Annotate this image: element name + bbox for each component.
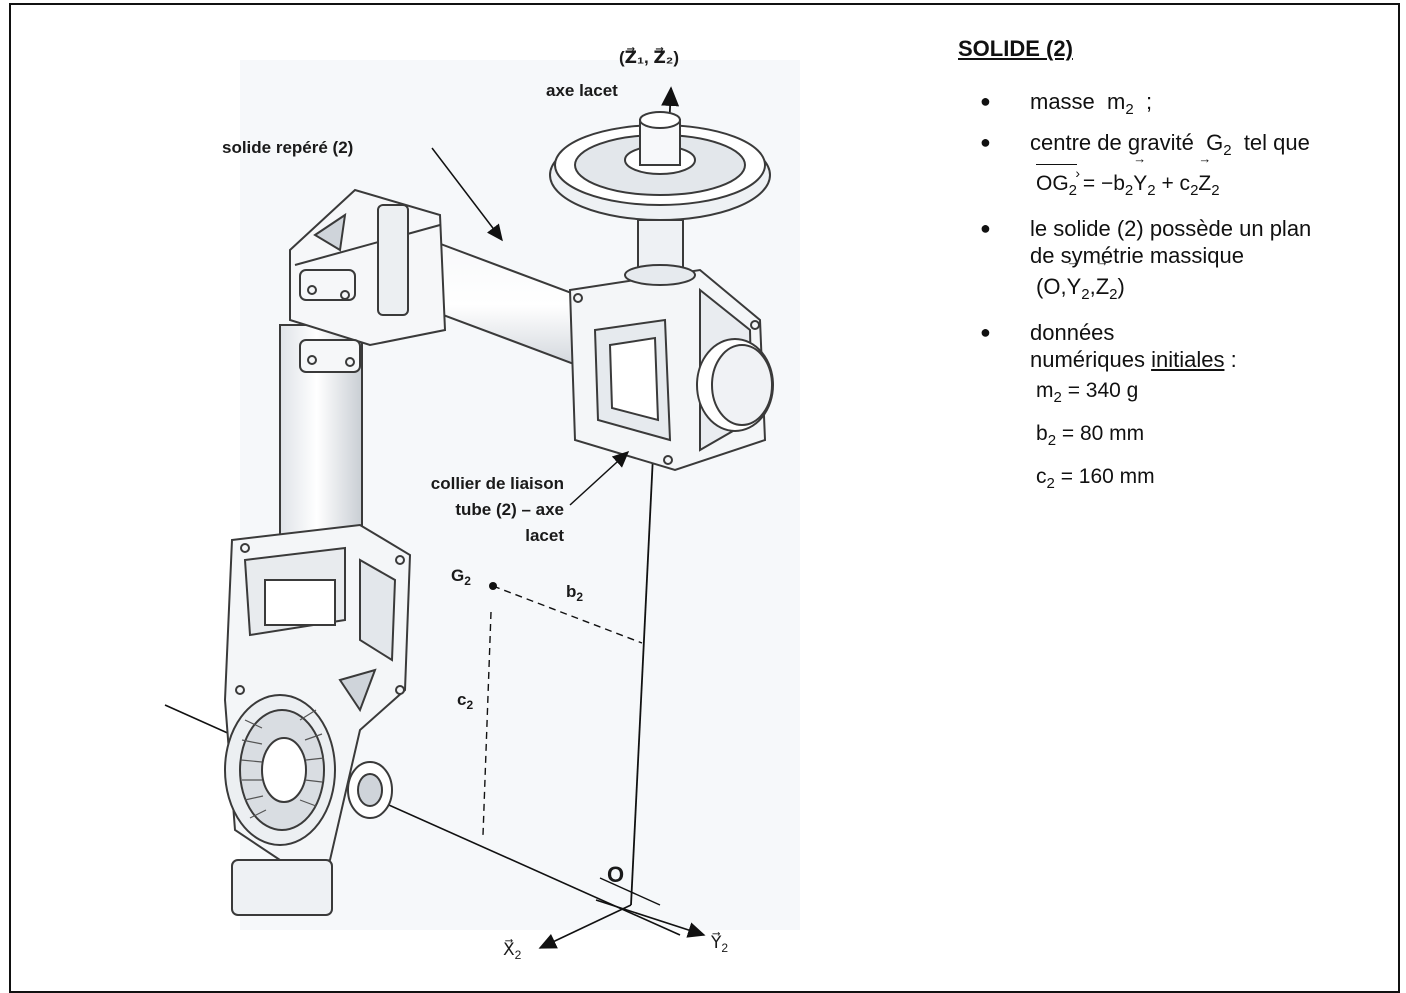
g2-point [489, 582, 497, 590]
mass-item: ● masse m2 ; [980, 89, 1153, 118]
bullet-icon: ● [980, 132, 991, 152]
x2-label: X⃗2 [503, 939, 522, 962]
symmetry-item: ● le solide (2) possède un plan de symét… [958, 215, 1388, 313]
collar-gearbox [568, 268, 774, 472]
solid-ref-leader [431, 147, 503, 242]
collar-label-line2: tube (2) – axe [455, 500, 564, 519]
collar-label-line3: lacet [525, 526, 564, 545]
cog-item: ● centre de gravité G2 tel que OG2 = −b2… [958, 129, 1388, 209]
lower-frame [223, 523, 412, 916]
value-m2: m2 = 340 g [1036, 379, 1139, 406]
cog-equation: OG2 = −b2Y2 + c2Z2 [1030, 152, 1388, 209]
collar-leader [569, 450, 630, 506]
b2-label: b2 [566, 582, 583, 604]
data-item: ● données numériques initiales : m2 = 34… [958, 319, 1388, 502]
y-axis-cross [599, 877, 661, 906]
c2-dimension [482, 611, 492, 836]
collar-label-line1: collier de liaison [431, 474, 564, 493]
z-axis-label: (Z⃗₁, Z⃗₂) [619, 46, 679, 67]
yaw-axis-label: axe lacet [546, 81, 618, 100]
origin-label: O [607, 862, 624, 887]
x2-arrow [538, 904, 632, 949]
top-wheel [549, 111, 771, 286]
solid-ref-label: solide repéré (2) [222, 138, 353, 157]
g2-label: G2 [451, 566, 471, 588]
b2-dimension [492, 585, 643, 644]
bullet-icon: ● [980, 322, 991, 342]
gear-teeth [240, 709, 325, 819]
panel-title: SOLIDE (2) [958, 36, 1073, 61]
y2-arrow [595, 899, 706, 938]
solid-info-panel: SOLIDE (2) ● masse m2 ; ● centre de grav… [958, 36, 1388, 508]
value-c2: c2 = 160 mm [1036, 465, 1155, 492]
bullet-icon: ● [980, 91, 991, 111]
bullet-icon: ● [980, 218, 991, 238]
c2-label: c2 [457, 690, 473, 712]
value-b2: b2 = 80 mm [1036, 422, 1145, 449]
y2-label: Y⃗2 [710, 932, 728, 955]
elbow-block [289, 188, 447, 373]
